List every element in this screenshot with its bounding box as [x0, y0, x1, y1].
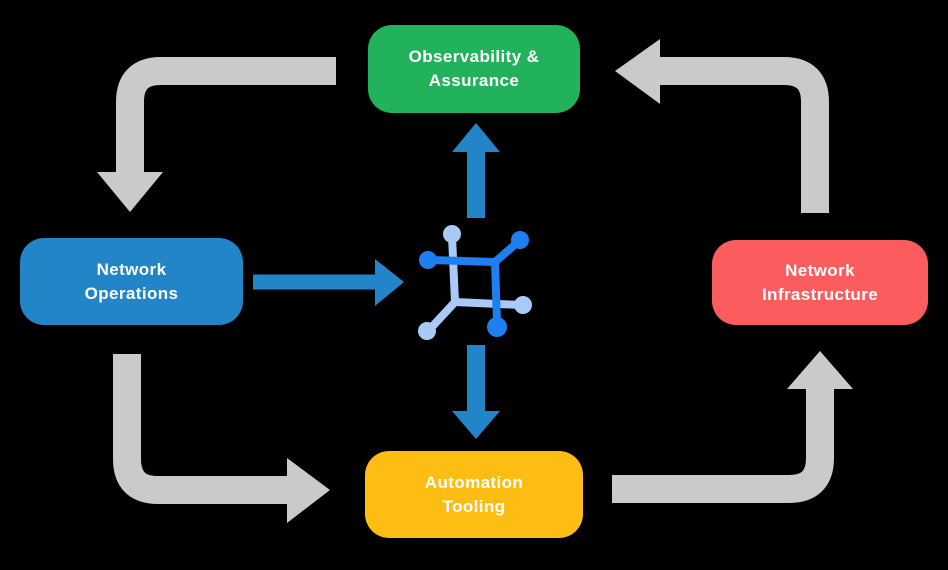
arrowhead-left-icon	[615, 39, 660, 104]
node-label-line: Observability &	[408, 47, 540, 66]
node-label-line: Assurance	[428, 71, 520, 90]
node-observability-assurance: Observability & Assurance	[368, 25, 580, 113]
arrow-observability-to-operations	[97, 57, 336, 212]
node-label-line: Tooling	[442, 496, 506, 516]
arrowhead-down-icon	[452, 411, 500, 439]
network-platform-icon	[418, 225, 532, 340]
node-label-line: Automation	[424, 472, 524, 492]
arrowhead-right-icon	[375, 259, 404, 306]
node-automation-tooling: Automation Tooling	[365, 451, 583, 538]
node-label-line: Operations	[84, 283, 179, 303]
arrow-operations-to-platform	[253, 259, 404, 306]
arrowhead-up-icon	[452, 123, 500, 152]
arrow-platform-to-observability	[452, 123, 500, 218]
arrow-automation-to-infrastructure	[612, 351, 853, 503]
node-label-line: Infrastructure	[761, 284, 879, 304]
arrowhead-up-icon	[787, 351, 853, 389]
node-label-line: Network	[96, 259, 167, 279]
arrowhead-right-icon	[287, 458, 330, 523]
arrow-operations-to-automation	[113, 354, 330, 523]
arrow-platform-to-automation	[452, 345, 500, 439]
arrowhead-down-icon	[97, 172, 163, 212]
node-network-operations: Network Operations	[20, 238, 243, 325]
node-label-line: Network	[785, 260, 855, 280]
node-network-infrastructure: Network Infrastructure	[712, 240, 928, 325]
arrow-infrastructure-to-observability	[615, 39, 829, 213]
